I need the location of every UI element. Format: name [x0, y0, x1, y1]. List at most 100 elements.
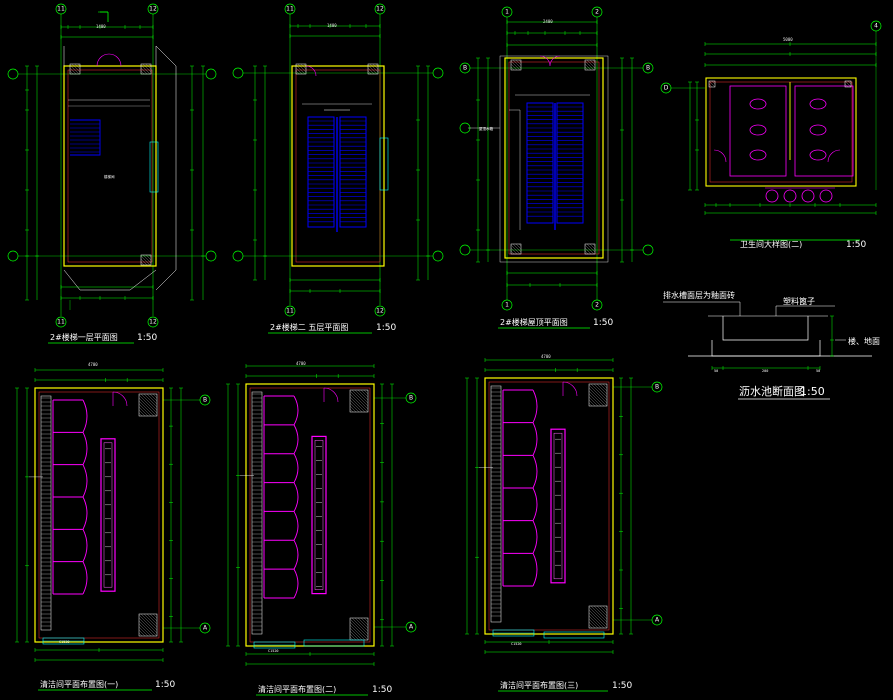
hatch-line	[351, 389, 369, 407]
hatch-line	[357, 617, 369, 629]
hatch-line	[589, 243, 596, 250]
hatch-line	[584, 60, 595, 71]
window-side	[379, 137, 389, 191]
hatch-line	[69, 67, 77, 75]
hatch-line	[588, 399, 596, 407]
toilet-stall-frame	[729, 85, 787, 177]
hatch-line	[140, 613, 158, 631]
dim-top-toilet: 5000	[783, 37, 793, 42]
hatch-line	[349, 633, 357, 641]
hatch-line	[367, 64, 378, 75]
hatch-line	[138, 394, 158, 414]
toilet-fixture	[809, 124, 827, 136]
hatch-line	[592, 243, 596, 247]
stair-wall	[63, 65, 157, 267]
hatch-line	[349, 405, 357, 413]
sink-counter	[550, 428, 566, 584]
hatch-line	[372, 63, 379, 70]
axis-b-clean-3: B	[655, 384, 659, 391]
pool-trough	[722, 316, 809, 341]
hatch-line	[586, 243, 596, 253]
hatch-line	[584, 247, 592, 255]
stall-door	[532, 455, 538, 489]
pool-label-top: 排水槽面层为釉面砖	[663, 290, 735, 300]
hatch-line	[146, 393, 158, 405]
axis-2-bottom-c: 2	[595, 302, 599, 309]
leader-line	[509, 109, 521, 230]
hatch-line	[360, 617, 369, 626]
hatch-line	[146, 613, 158, 625]
sink-inner	[314, 440, 324, 590]
stall-door	[532, 422, 538, 456]
toilet-stall-frame	[794, 85, 854, 177]
hatch-line	[138, 629, 146, 637]
toilet-fixture	[809, 149, 827, 161]
hatch-line	[847, 80, 852, 85]
hatch-line	[138, 617, 158, 637]
hatch-line	[349, 618, 369, 638]
axis-a-clean-2: A	[409, 624, 414, 631]
axis-1-bottom-c: 1	[505, 302, 509, 309]
label-stair-room: 楼梯间	[104, 174, 115, 179]
door-swing	[112, 391, 128, 407]
hatch-line	[590, 383, 608, 401]
axis-bubble-12	[147, 316, 159, 328]
door-swing	[96, 53, 122, 67]
hatch-line	[349, 396, 366, 413]
scale-cleaning-1: 1:50	[155, 680, 175, 690]
hatch-line	[588, 609, 608, 629]
hatch-line	[510, 63, 518, 71]
hatch-line	[349, 390, 369, 410]
stair-flight-right	[339, 116, 367, 228]
hatch-line	[138, 614, 158, 634]
roof-inner-wall	[508, 61, 600, 255]
stall-door	[532, 520, 538, 554]
hatch-line	[138, 620, 155, 637]
hatch-line	[589, 59, 596, 66]
axis-11-top-a: 11	[57, 6, 65, 13]
pool-label-right: 塑料篦子	[783, 296, 815, 306]
hatch-line	[74, 63, 81, 70]
title-cleaning-3: 清洁间平面布置图(三)	[500, 680, 578, 690]
hatch-line	[295, 64, 306, 75]
hatch-line	[366, 617, 369, 620]
hatch-line	[71, 63, 81, 73]
hatch-line	[363, 617, 369, 623]
axis-2-top-c: 2	[595, 9, 599, 16]
hatch-line	[586, 59, 596, 69]
hatch-line	[138, 626, 149, 637]
hatch-line	[510, 247, 518, 255]
hatch-line	[349, 624, 366, 641]
hatch-line	[295, 70, 300, 75]
hatch-line	[512, 243, 522, 253]
dim-top-clean-2: 4700	[296, 361, 306, 366]
pool-dim-c: 50	[816, 369, 820, 373]
stall-door	[532, 553, 538, 587]
scale-pool-section: 1:50	[800, 385, 825, 398]
pipe-duct	[251, 391, 263, 635]
hatch-line	[303, 63, 307, 67]
hatch-line	[140, 393, 158, 411]
hatch-line	[349, 393, 369, 413]
axis-bubble-12	[374, 305, 386, 317]
hatch-line	[138, 400, 155, 417]
hatch-line	[138, 409, 146, 417]
hatch-line	[588, 615, 602, 629]
axis-12-bottom-a: 12	[149, 319, 157, 326]
roof-outline	[499, 55, 609, 263]
pool-dim-a: 50	[714, 369, 718, 373]
hatch-line	[142, 63, 152, 73]
hatch-line	[145, 63, 152, 70]
hatch-line	[138, 406, 149, 417]
hatch-line	[351, 617, 369, 635]
hatch-line	[367, 67, 375, 75]
hatch-line	[297, 63, 307, 73]
hatch-line	[143, 613, 158, 628]
hatch-line	[510, 250, 515, 255]
dim-top-stair-roof: 2400	[543, 19, 553, 24]
stair-flight-left	[526, 102, 554, 224]
sink-counter	[311, 435, 327, 595]
hatch-line	[584, 244, 595, 255]
hatch-line	[599, 605, 608, 614]
hatch-line	[708, 80, 716, 88]
